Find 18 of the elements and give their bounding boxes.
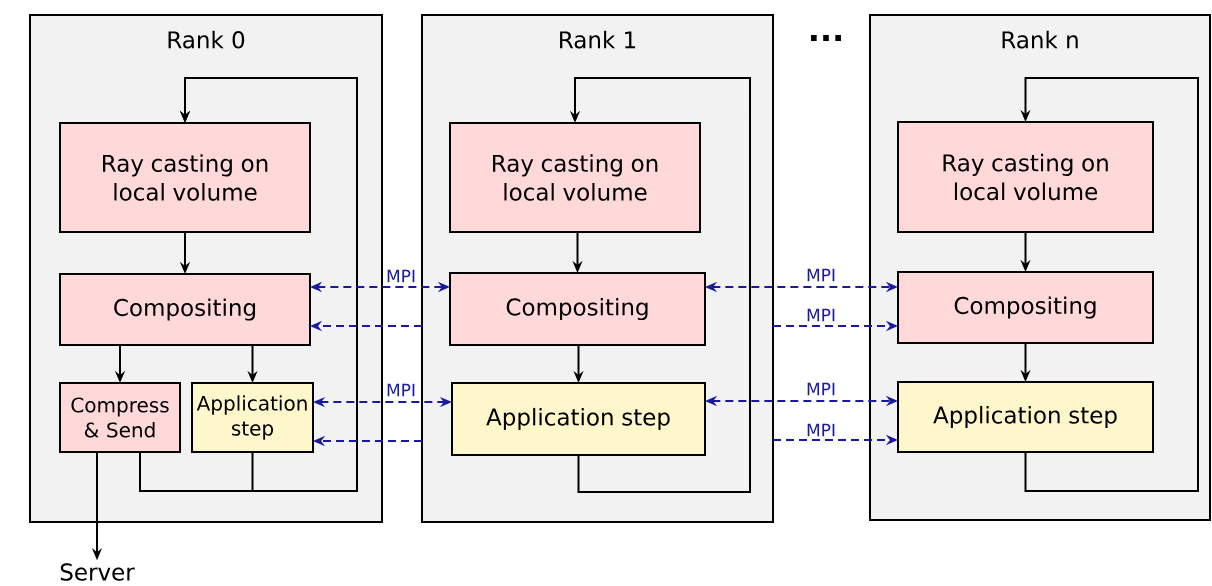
edge-label: MPI <box>805 267 837 283</box>
process-box: Application step <box>191 382 314 453</box>
process-box: Ray casting on local volume <box>59 122 311 233</box>
process-box: Compositing <box>897 271 1154 344</box>
process-box: Compositing <box>449 272 706 346</box>
text-label: Server <box>60 563 135 581</box>
edge-label: MPI <box>805 307 837 323</box>
process-box: Compositing <box>59 273 311 346</box>
edge-label: MPI <box>385 382 417 398</box>
process-box: Application step <box>897 381 1154 453</box>
process-box: Ray casting on local volume <box>897 121 1154 233</box>
process-box: Ray casting on local volume <box>449 122 701 233</box>
process-box: Application step <box>451 382 706 456</box>
process-box: Compress & Send <box>59 382 181 453</box>
ellipsis-label: ... <box>811 35 841 42</box>
edge-label: MPI <box>385 268 417 284</box>
edge-label: MPI <box>805 381 837 397</box>
edge-label: MPI <box>805 422 837 438</box>
